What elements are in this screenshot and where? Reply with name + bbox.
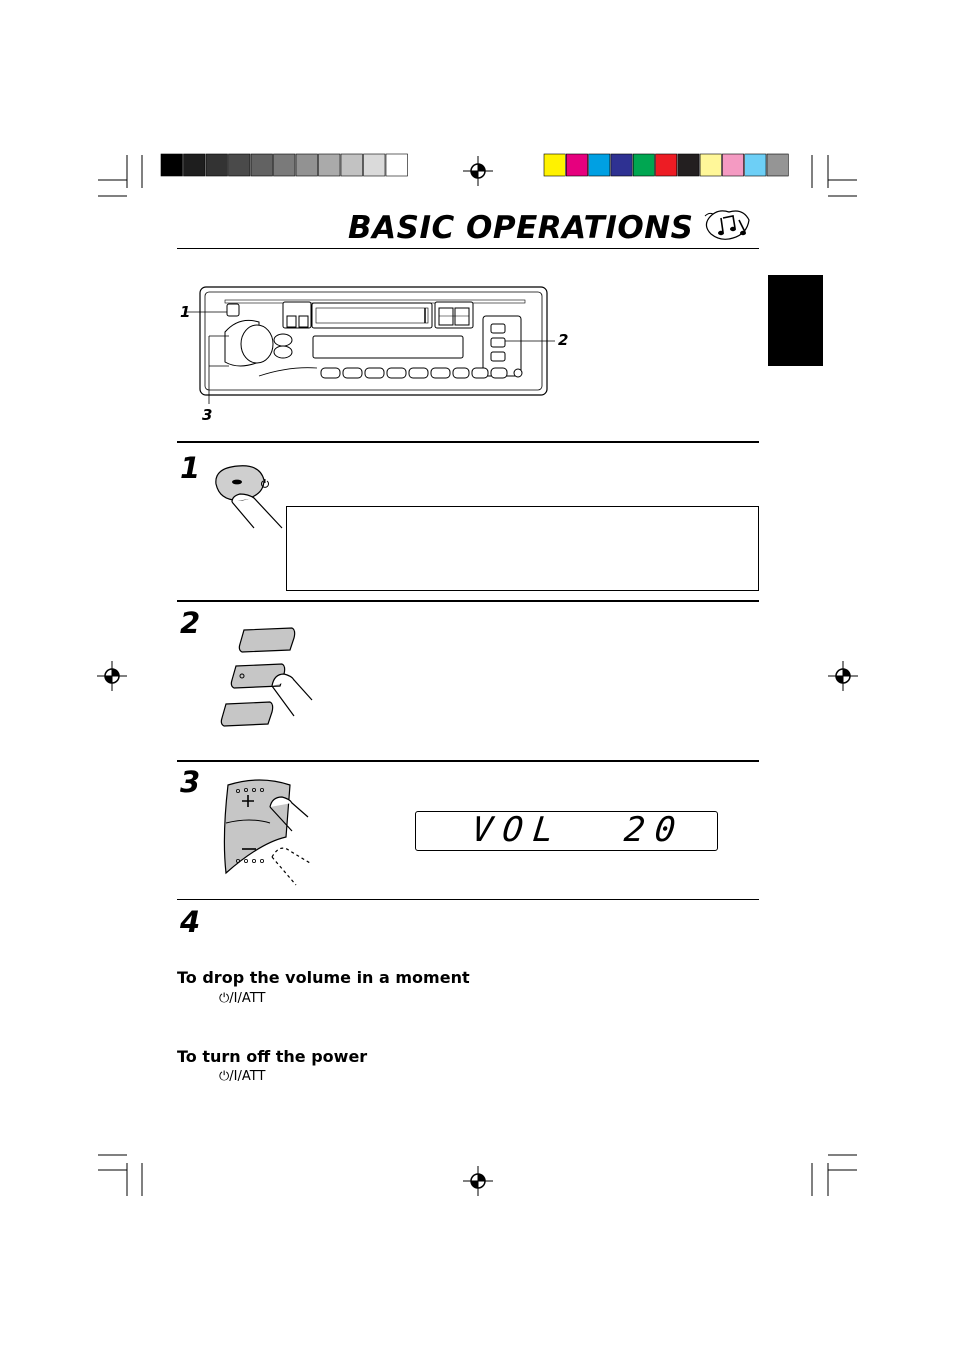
callout-1: 1 xyxy=(180,303,191,321)
color-swatch xyxy=(340,153,363,177)
color-swatch xyxy=(722,153,744,177)
gray-scale-bar xyxy=(160,153,408,177)
registration-mark-icon xyxy=(463,156,493,186)
step-number-3: 3 xyxy=(180,765,201,799)
color-swatch xyxy=(588,153,611,177)
step-number-2: 2 xyxy=(180,606,201,640)
title-rule xyxy=(177,248,759,249)
control-panel-illustration xyxy=(184,286,555,404)
button-label-att: ⏻/I/ATT xyxy=(219,1069,266,1084)
color-swatch xyxy=(610,153,633,177)
callout-3: 3 xyxy=(202,406,213,424)
source-buttons-illustration xyxy=(220,627,313,727)
color-swatch xyxy=(295,153,318,177)
page-title: BASIC OPERATIONS xyxy=(348,210,694,246)
color-calibration-bar xyxy=(543,153,789,177)
step-2-rule xyxy=(177,600,759,602)
section-heading-drop-volume: To drop the volume in a moment xyxy=(177,968,470,987)
note-box xyxy=(286,506,759,591)
registration-mark-icon xyxy=(463,1166,493,1196)
color-swatch xyxy=(363,153,386,177)
color-swatch xyxy=(250,153,273,177)
step-number-1: 1 xyxy=(180,451,201,485)
color-swatch xyxy=(318,153,341,177)
color-swatch xyxy=(655,153,678,177)
color-swatch xyxy=(744,153,767,177)
step-number-4: 4 xyxy=(180,905,201,939)
color-swatch xyxy=(565,153,588,177)
color-swatch xyxy=(183,153,206,177)
color-swatch xyxy=(699,153,722,177)
power-button-illustration xyxy=(215,465,283,529)
color-swatch xyxy=(205,153,228,177)
color-swatch xyxy=(766,153,789,177)
color-swatch xyxy=(632,153,655,177)
color-swatch xyxy=(543,153,566,177)
step-4-rule xyxy=(177,899,759,900)
color-swatch xyxy=(273,153,296,177)
volume-display: VOL 20 xyxy=(415,810,718,851)
color-swatch xyxy=(160,153,183,177)
color-swatch xyxy=(677,153,700,177)
volume-buttons-illustration xyxy=(223,779,311,886)
section-heading-power-off: To turn off the power xyxy=(177,1047,368,1066)
registration-mark-icon xyxy=(97,661,127,691)
language-tab xyxy=(768,275,823,366)
step-3-rule xyxy=(177,760,759,762)
button-label-att: ⏻/I/ATT xyxy=(219,991,266,1006)
callout-2: 2 xyxy=(558,331,569,349)
color-swatch xyxy=(385,153,408,177)
color-swatch xyxy=(228,153,251,177)
power-icon xyxy=(261,479,269,488)
registration-mark-icon xyxy=(828,661,858,691)
display-text: VOL 20 xyxy=(469,810,688,850)
music-note-icon xyxy=(704,210,750,240)
step-1-rule xyxy=(177,441,759,443)
